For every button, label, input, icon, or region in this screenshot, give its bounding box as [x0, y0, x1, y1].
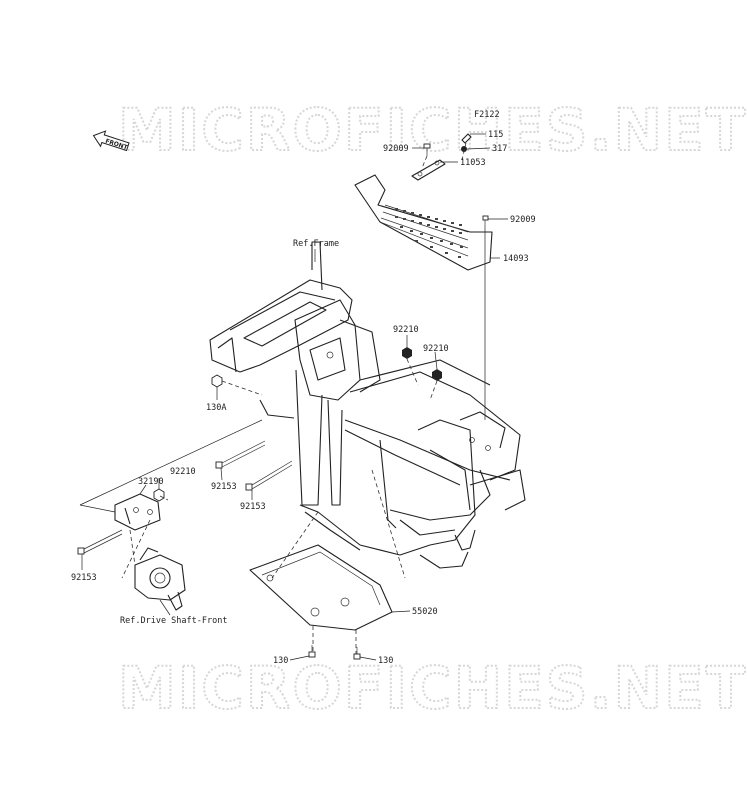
- label-92009-top: 92009: [383, 144, 409, 154]
- leader-bracket-left: [79, 504, 116, 513]
- label-92210-c: 92210: [170, 467, 196, 477]
- label-317: 317: [492, 144, 507, 154]
- dashed-guides: [121, 142, 467, 654]
- leader-bracket-span: [79, 419, 263, 506]
- label-32190: 32190: [138, 477, 164, 487]
- front-differential: [134, 547, 186, 611]
- bracket-32190: [114, 493, 161, 531]
- bracket-11053: [411, 159, 446, 181]
- label-92153-b: 92153: [240, 502, 266, 512]
- step-panel-14093: [354, 174, 493, 271]
- label-92009-right: 92009: [510, 215, 536, 225]
- nut-92210-c-icon: [153, 488, 165, 502]
- nut-130a-icon: [211, 374, 223, 388]
- label-92210-b: 92210: [423, 344, 449, 354]
- watermark-bottom: MICROFICHES.NET: [118, 654, 747, 722]
- label-leaders: [81, 133, 508, 661]
- label-115: 115: [488, 130, 503, 140]
- step-holes: [395, 208, 463, 258]
- nut-317-icon: [461, 146, 467, 152]
- label-92153-a: 92153: [211, 482, 237, 492]
- nut-92210-b-icon: [432, 369, 442, 381]
- bolt-92153-b-icon: [245, 460, 293, 491]
- label-92153-c: 92153: [71, 573, 97, 583]
- label-14093: 14093: [503, 254, 529, 264]
- label-130a: 130A: [206, 403, 226, 413]
- watermark-top: MICROFICHES.NET: [118, 96, 747, 164]
- label-92210-a: 92210: [393, 325, 419, 335]
- main-frame: [209, 241, 526, 569]
- label-ref-frame: Ref.Frame: [293, 239, 339, 249]
- bolt-115-icon: [461, 133, 472, 144]
- label-55020: 55020: [412, 607, 438, 617]
- bolt-92153-c-icon: [77, 529, 123, 555]
- skid-plate-55020: [249, 544, 393, 631]
- label-130-left: 130: [273, 656, 288, 666]
- figure-code: F2122: [474, 110, 500, 120]
- nut-92210-a-icon: [402, 347, 412, 359]
- label-11053: 11053: [460, 158, 486, 168]
- bolt-92009-right-icon: [482, 215, 489, 227]
- bolt-130-left-icon: [308, 645, 316, 658]
- label-130-right: 130: [378, 656, 393, 666]
- bolt-130-right-icon: [353, 647, 361, 660]
- bolt-92009-top-icon: [423, 143, 431, 156]
- bolt-92153-a-icon: [215, 440, 266, 469]
- label-ref-drive-shaft: Ref.Drive Shaft-Front: [120, 616, 227, 626]
